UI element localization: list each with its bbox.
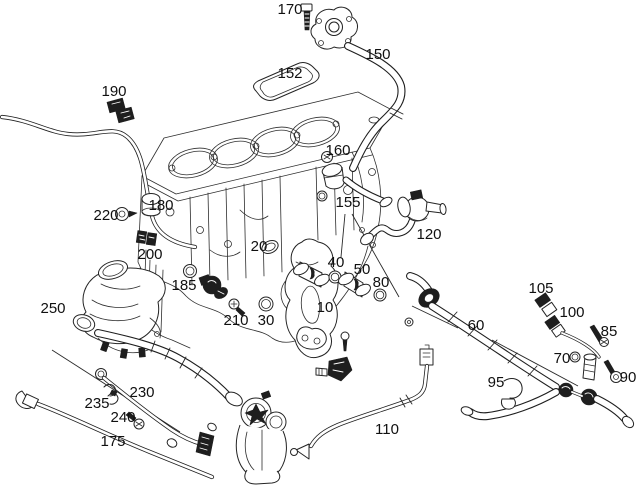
seal-ring-20 — [261, 239, 279, 255]
cylinder-bores — [168, 116, 340, 179]
engine-block — [137, 91, 393, 349]
o-ring-30 — [258, 296, 274, 312]
part-label-170: 170 — [277, 1, 302, 18]
pipe-175 — [15, 390, 215, 480]
part-label-175: 175 — [100, 433, 125, 450]
vent-pipe-110 — [290, 344, 434, 460]
part-label-90: 90 — [620, 369, 637, 386]
part-label-150: 150 — [365, 46, 390, 63]
hose-155 — [342, 176, 416, 248]
part-label-235: 235 — [84, 395, 109, 412]
part-label-110: 110 — [375, 421, 399, 438]
part-label-30: 30 — [258, 312, 275, 329]
part-label-220: 220 — [93, 207, 118, 224]
sleeve-50 — [338, 271, 371, 298]
part-label-250: 250 — [40, 300, 65, 317]
part-label-60: 60 — [468, 317, 485, 334]
part-label-95: 95 — [488, 374, 505, 391]
pipe-230 — [95, 368, 217, 457]
thermostat-housing — [310, 6, 358, 50]
hose-60-branch — [460, 388, 560, 421]
part-label-240: 240 — [110, 409, 135, 426]
part-label-100: 100 — [559, 304, 584, 321]
part-label-80: 80 — [373, 274, 390, 291]
main-hose-60 — [404, 272, 560, 391]
bolt-90 — [603, 359, 622, 383]
part-label-200: 200 — [137, 246, 162, 263]
bolt-160 — [321, 151, 333, 163]
bolt-220 — [115, 207, 138, 221]
turbo-downpipe-250 — [72, 260, 166, 359]
hose-150 — [344, 42, 406, 172]
aux-water-pump-120 — [397, 189, 447, 222]
bracket-105 — [534, 292, 558, 318]
water-fitting-160 — [316, 163, 345, 202]
bolt-170 — [300, 3, 313, 31]
sensor-210 — [198, 274, 246, 317]
clamp-95 — [501, 378, 523, 410]
clips-235 — [103, 383, 119, 405]
part-label-50: 50 — [354, 261, 371, 278]
part-label-40: 40 — [328, 254, 345, 271]
clips-200 — [135, 230, 158, 246]
o-ring-185 — [183, 264, 197, 278]
turbo-outlet-hose — [94, 329, 234, 402]
gasket-152 — [253, 62, 320, 101]
part-label-210: 210 — [223, 312, 248, 329]
thermostat-pump-assembly — [225, 390, 287, 485]
part-labels: 170 150 152 190 160 155 180 220 120 200 … — [40, 1, 636, 450]
bolt-240 — [125, 411, 145, 430]
ring-70 — [569, 351, 581, 363]
coolant-sensor-bottom — [315, 356, 353, 382]
valve-cluster — [558, 353, 635, 429]
part-label-152: 152 — [277, 65, 302, 82]
part-label-85: 85 — [601, 323, 618, 340]
clip-190 — [106, 97, 135, 124]
bracket-foot-flange — [296, 326, 327, 350]
fitting-180 — [141, 193, 161, 217]
part-label-20: 20 — [251, 238, 268, 255]
part-label-10: 10 — [317, 299, 334, 316]
part-label-155: 155 — [335, 194, 360, 211]
coolant-pipe-180 — [0, 114, 198, 250]
part-label-160: 160 — [325, 142, 350, 159]
bolt-near-bracket — [340, 331, 350, 352]
part-label-230: 230 — [129, 384, 154, 401]
part-label-190: 190 — [101, 83, 126, 100]
fitting-100 — [544, 314, 601, 359]
part-label-180: 180 — [148, 197, 173, 214]
bolt-85 — [589, 324, 609, 347]
ring-80 — [373, 288, 387, 302]
part-label-120: 120 — [416, 226, 441, 243]
part-label-105: 105 — [528, 280, 553, 297]
part-label-70: 70 — [554, 350, 571, 367]
part-label-185: 185 — [171, 277, 196, 294]
